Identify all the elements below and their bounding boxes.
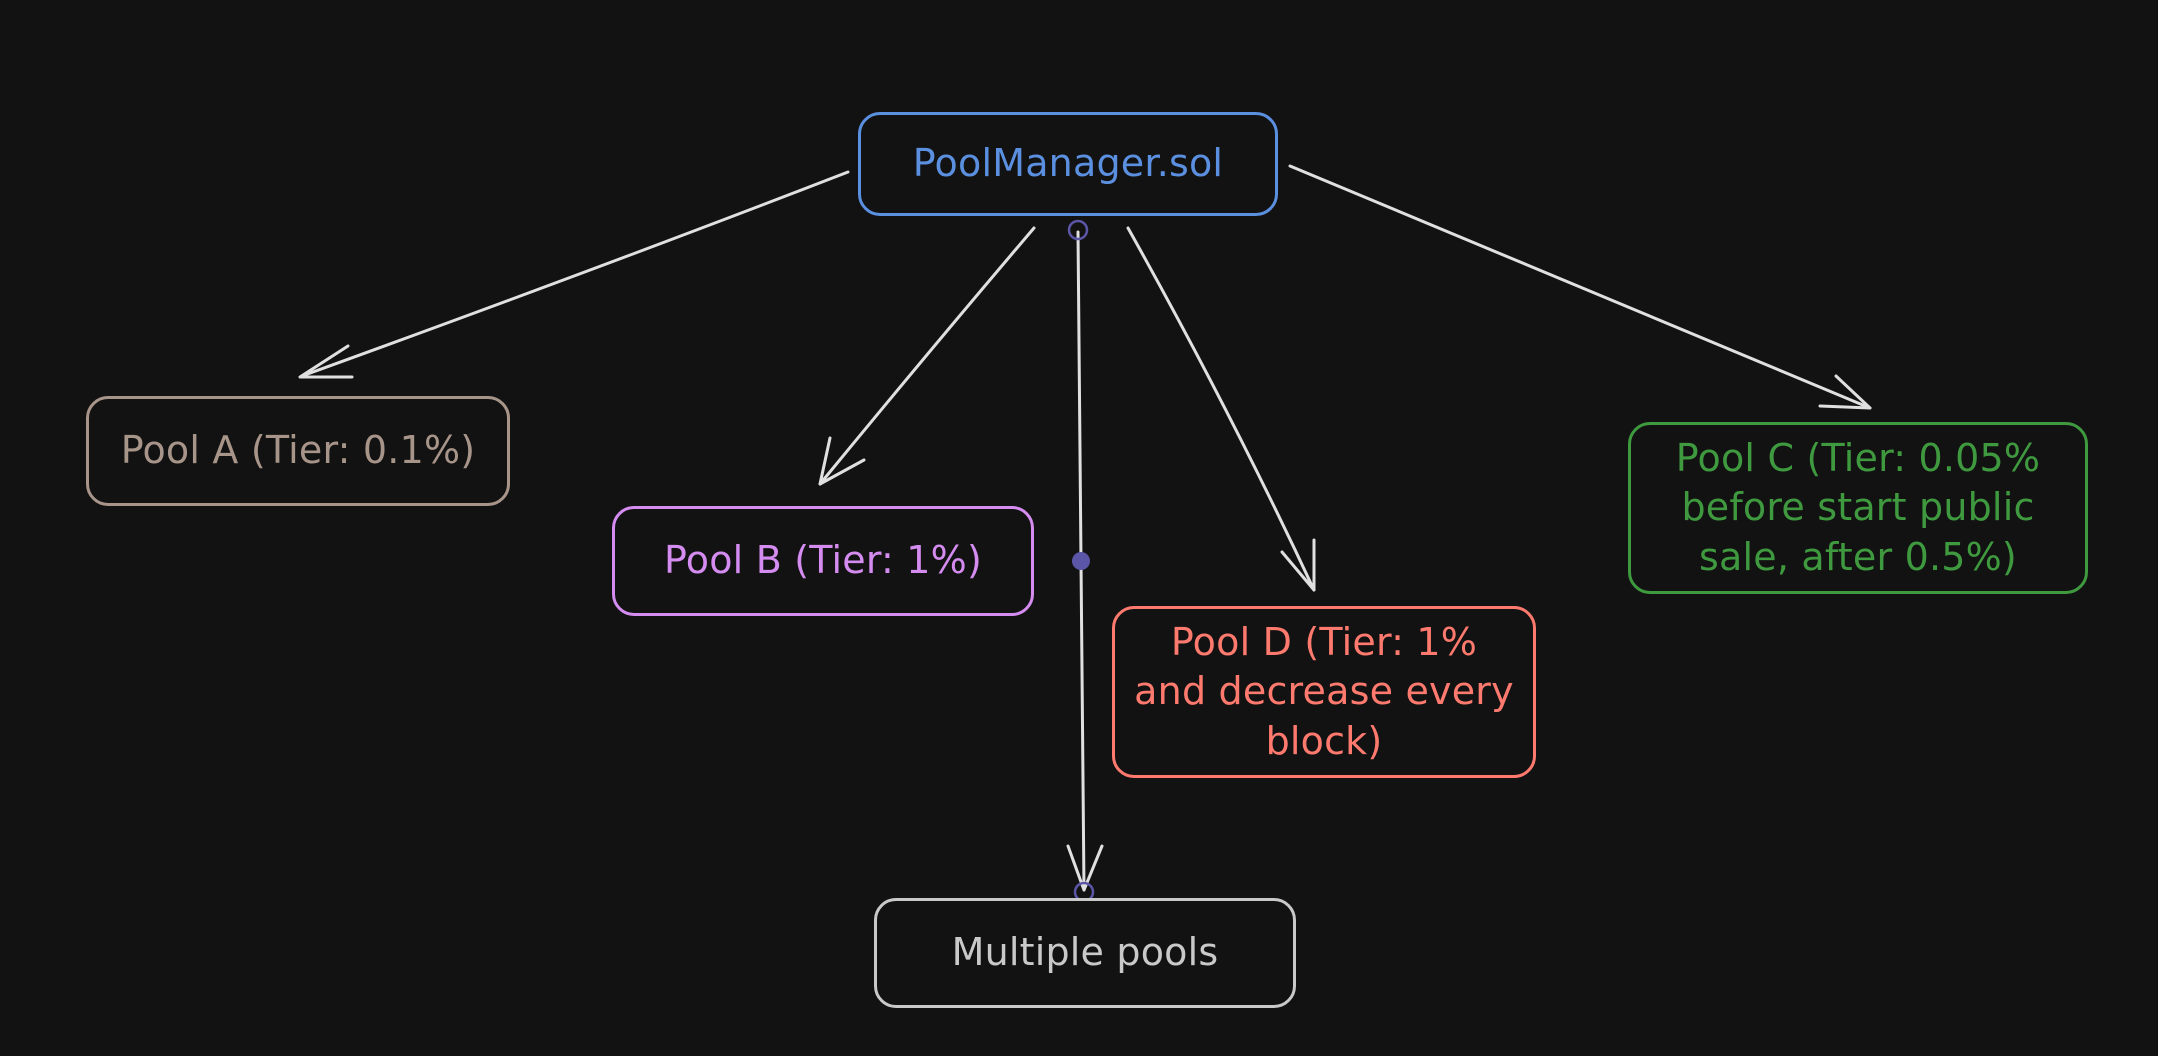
edge-manager-to-pool-a (298, 170, 850, 379)
node-pool-d-label: Pool D (Tier: 1% and decrease every bloc… (1134, 619, 1514, 763)
edge-manager-to-pool-b (818, 226, 1036, 486)
node-pool-a[interactable]: Pool A (Tier: 0.1%) (86, 396, 510, 506)
edge-manager-to-pool-d (1126, 226, 1316, 592)
node-multiple-pools[interactable]: Multiple pools (874, 898, 1296, 1008)
node-multiple-pools-label: Multiple pools (951, 930, 1219, 975)
connection-handle-top[interactable] (1067, 219, 1089, 241)
connection-handle-mid[interactable] (1072, 552, 1090, 570)
node-pool-b-label: Pool B (Tier: 1%) (664, 538, 982, 583)
node-pool-manager[interactable]: PoolManager.sol (858, 112, 1278, 216)
node-pool-c-label: Pool C (Tier: 0.05% before start public … (1675, 435, 2041, 579)
node-pool-c[interactable]: Pool C (Tier: 0.05% before start public … (1628, 422, 2088, 594)
node-pool-d[interactable]: Pool D (Tier: 1% and decrease every bloc… (1112, 606, 1536, 778)
node-pool-a-label: Pool A (Tier: 0.1%) (120, 428, 476, 473)
edge-manager-to-pool-c (1288, 164, 1872, 410)
node-pool-b[interactable]: Pool B (Tier: 1%) (612, 506, 1034, 616)
node-pool-manager-label: PoolManager.sol (912, 141, 1224, 186)
